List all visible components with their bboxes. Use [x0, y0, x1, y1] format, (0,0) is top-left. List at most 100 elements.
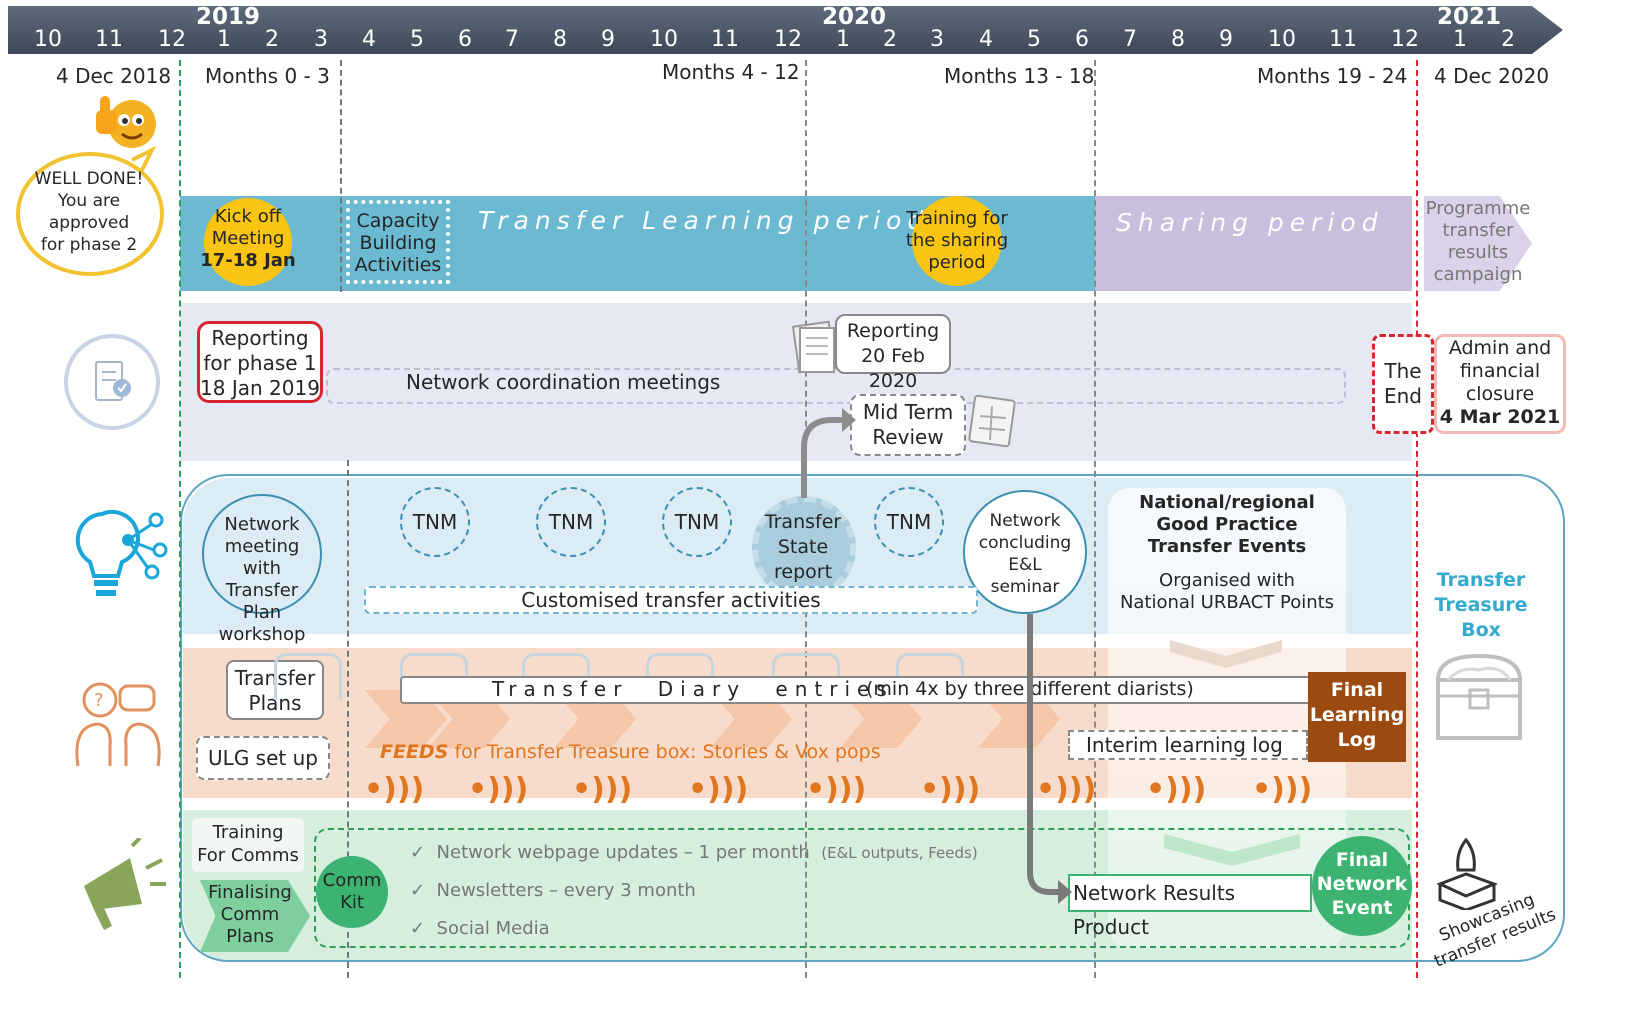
check-icon: ✓ [410, 880, 426, 901]
treasure-line1: Transfer [1436, 569, 1526, 591]
well-done-line3: approved [48, 213, 130, 233]
the-end-line1: The [1384, 359, 1422, 383]
month-tick: 2 [265, 27, 279, 52]
programme-line1: Programme [1425, 198, 1531, 219]
treasure-box-label: Transfer Treasure Box [1426, 568, 1536, 643]
year-label-2021: 2021 [1437, 4, 1502, 30]
training-sharing-line3: period [928, 252, 986, 273]
comms-item-1: ✓ Network webpage updates – 1 per month … [410, 842, 978, 863]
final-event-line2: Network [1316, 873, 1408, 895]
lightbulb-network-icon [75, 510, 168, 596]
broadcast-icon-8: •))) [1146, 772, 1207, 807]
broadcast-icon-2: •))) [468, 772, 529, 807]
month-tick: 3 [930, 27, 944, 52]
broadcast-icon-1: •))) [364, 772, 425, 807]
concluding-line2: concluding [978, 533, 1072, 553]
final-log-line2: Learning [1309, 704, 1405, 726]
training-sharing-text: Training for the sharing period [900, 208, 1014, 274]
training-comms-line2: For Comms [197, 845, 299, 866]
finalising-line3: Plans [226, 926, 274, 947]
network-meeting-circle: Network meeting with Transfer Plan works… [202, 494, 322, 645]
feeds-bold: FEEDS [380, 741, 449, 763]
treasure-line2: Treasure [1434, 594, 1528, 616]
comm-kit-line1: Comm [322, 870, 382, 891]
finalising-text: Finalising Comm Plans [202, 882, 298, 948]
final-event-line3: Event [1331, 897, 1393, 919]
svg-text:?: ? [94, 690, 104, 711]
reporting1-line1: Reporting [211, 326, 309, 350]
finalising-arrow [200, 880, 310, 952]
well-done-line2: You are [57, 191, 121, 211]
phase-label-end: 4 Dec 2020 [1434, 64, 1550, 88]
transfer-state-text: Transfer State report [748, 510, 858, 585]
final-learning-log: Final Learning Log [1308, 672, 1406, 762]
training-comms-line1: Training [212, 822, 284, 843]
month-tick: 12 [774, 27, 802, 52]
comms-item-1-text: Network webpage updates – 1 per month [436, 842, 810, 863]
results-product-label: Network Results Product [1073, 881, 1236, 939]
coordination-label: Network coordination meetings [406, 370, 721, 394]
ulg-label: ULG set up [208, 746, 318, 770]
kickoff-date: 17-18 Jan [200, 250, 296, 271]
month-tick: 11 [95, 27, 123, 52]
rocket-box-icon [1436, 838, 1499, 910]
calculator-icon [968, 394, 1016, 448]
finalising-line1: Finalising [208, 882, 292, 903]
month-tick: 5 [1027, 27, 1041, 52]
comms-item-3: ✓ Social Media [410, 918, 550, 939]
month-tick: 7 [1123, 27, 1137, 52]
month-tick: 8 [553, 27, 567, 52]
month-tick: 2 [1501, 27, 1515, 52]
national-line3: Transfer Events [1147, 536, 1307, 557]
sharing-period: Sharing period [1116, 208, 1384, 237]
final-event-line1: Final [1335, 849, 1389, 871]
treasure-chest-icon [1435, 653, 1523, 740]
tnm-circle-4: TNM [874, 487, 944, 557]
phase-label-start: 4 Dec 2018 [56, 64, 172, 88]
month-tick: 11 [1329, 27, 1357, 52]
month-tick: 9 [1219, 27, 1233, 52]
thumbs-up-icon [96, 96, 156, 148]
check-icon: ✓ [410, 918, 426, 939]
transfer-learning-period: Transfer Learning period [478, 206, 930, 235]
year-label-2019: 2019 [196, 4, 261, 30]
tnm-circle-1: TNM [400, 487, 470, 557]
month-tick: 4 [362, 27, 376, 52]
results-product-box: Network Results Product [1068, 874, 1312, 939]
concluding-line3: E&L [1008, 555, 1042, 575]
transfer-diary-title: Transfer Diary entries [492, 677, 894, 701]
national-line1: National/regional [1139, 492, 1315, 513]
midterm-review-box: Mid Term Review [850, 394, 966, 456]
final-log-line1: Final [1330, 679, 1384, 701]
divider-month3-lower [347, 460, 349, 978]
reporting-phase1-box: Reporting for phase 1 18 Jan 2019 [197, 321, 323, 403]
transfer-state-line3: report [773, 561, 833, 583]
network-meeting-line4: workshop [218, 624, 306, 645]
lane-learning-outline [180, 474, 1565, 962]
month-tick: 12 [1391, 27, 1419, 52]
final-network-event: Final Network Event [1312, 836, 1412, 936]
concluding-line1: Network [989, 511, 1061, 531]
interim-log-label: Interim learning log [1086, 733, 1283, 757]
year-label-2020: 2020 [822, 4, 887, 30]
broadcast-icon-3: •))) [572, 772, 633, 807]
capacity-line2: Building [359, 232, 437, 254]
comm-kit-line2: Kit [340, 892, 364, 913]
megaphone-icon [84, 838, 166, 930]
reporting2-line1: Reporting [846, 320, 940, 342]
customised-activities-box: Customised transfer activities [364, 586, 978, 614]
finalising-line2: Comm [220, 904, 280, 925]
interim-log-box: Interim learning log [1068, 730, 1308, 760]
broadcast-icon-7: •))) [1036, 772, 1097, 807]
well-done-line1: WELL DONE! [34, 169, 144, 189]
the-end-box: The End [1372, 334, 1434, 434]
month-tick: 8 [1171, 27, 1185, 52]
reporting-2020-box: Reporting 20 Feb 2020 [835, 314, 951, 392]
comms-item-1-note: (E&L outputs, Feeds) [821, 844, 978, 862]
network-meeting-line2: meeting with [224, 536, 300, 579]
closure-date: 4 Mar 2021 [1439, 406, 1561, 428]
comms-item-3-text: Social Media [436, 918, 550, 939]
closure-line1: Admin and [1448, 337, 1552, 359]
well-done-line4: for phase 2 [40, 235, 138, 255]
the-end-line2: End [1383, 384, 1422, 408]
